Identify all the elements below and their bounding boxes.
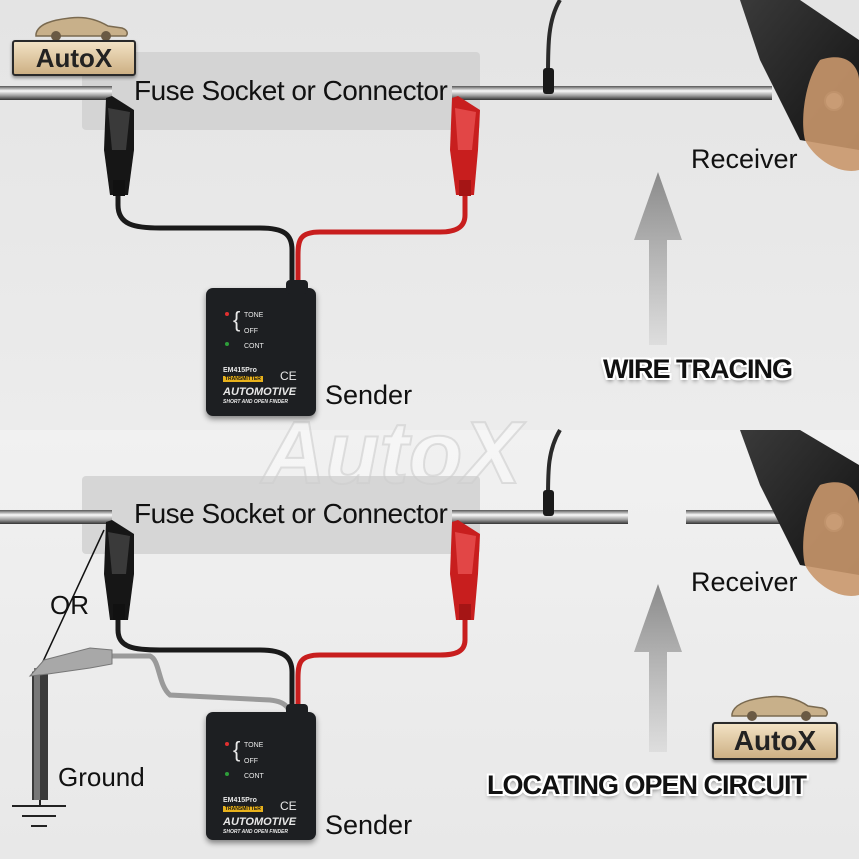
device-title: AUTOMOTIVE <box>223 816 297 828</box>
logo-badge: AutoX <box>12 40 136 76</box>
ground-label: Ground <box>58 762 145 792</box>
car-icon <box>731 695 828 721</box>
autox-logo: AutoX <box>712 688 838 760</box>
receiver-handset <box>740 0 859 171</box>
device-tag: TRANSMITTER <box>223 376 263 382</box>
ground-test-lead <box>95 653 293 721</box>
receiver-probe-tip <box>546 0 562 76</box>
gray-alligator-clip <box>28 647 113 677</box>
receiver-probe-tip <box>546 428 562 499</box>
logo-badge: AutoX <box>712 722 838 760</box>
signal-arrow-icon <box>634 584 682 752</box>
switch-label: CONT <box>244 773 264 780</box>
device-tag: TRANSMITTER <box>223 806 263 812</box>
cont-indicator-icon <box>225 342 229 346</box>
connector-label-background <box>82 52 480 130</box>
top-circuit-wire <box>0 86 772 100</box>
device-subtitle: SHORT AND OPEN FINDER <box>223 829 289 835</box>
receiver-handset <box>740 430 859 596</box>
switch-label: TONE <box>244 312 264 319</box>
connector-label-background <box>82 476 480 554</box>
device-subtitle: SHORT AND OPEN FINDER <box>223 399 289 405</box>
sender-label: Sender <box>325 810 413 840</box>
black-test-lead <box>115 605 295 712</box>
ground-rod <box>32 662 48 806</box>
mode-caption: WIRE TRACING <box>603 354 793 384</box>
switch-label: OFF <box>244 758 258 765</box>
ce-mark: CE <box>280 369 297 383</box>
bottom-circuit-wire <box>0 510 786 524</box>
switch-bracket-icon: { <box>233 737 241 762</box>
signal-arrow-icon <box>634 172 682 345</box>
switch-bracket-icon: { <box>233 307 241 332</box>
black-alligator-clip <box>104 96 134 196</box>
tone-indicator-icon <box>225 312 229 316</box>
mode-caption: LOCATING OPEN CIRCUIT <box>487 770 807 800</box>
cont-indicator-icon <box>225 772 229 776</box>
ground-symbol-icon <box>12 805 66 827</box>
receiver-label: Receiver <box>691 567 798 597</box>
autox-logo: AutoX <box>12 10 136 76</box>
or-label: OR <box>50 590 89 620</box>
switch-label: CONT <box>244 343 264 350</box>
car-icon <box>35 16 128 40</box>
sender-transmitter-device: { TONE OFF CONT EM415Pro TRANSMITTER CE … <box>206 280 316 416</box>
black-test-lead <box>115 180 295 290</box>
black-alligator-clip <box>104 520 134 620</box>
receiver-label: Receiver <box>691 144 798 174</box>
connector-label: Fuse Socket or Connector <box>134 75 448 106</box>
red-alligator-clip <box>450 520 480 620</box>
tone-indicator-icon <box>225 742 229 746</box>
red-alligator-clip <box>450 96 480 196</box>
device-model: EM415Pro <box>223 797 257 804</box>
sender-transmitter-device: { TONE OFF CONT EM415Pro TRANSMITTER CE … <box>206 704 316 840</box>
red-test-lead <box>295 620 468 712</box>
device-title: AUTOMOTIVE <box>223 386 297 398</box>
alternate-connection-line <box>39 529 105 669</box>
connector-label: Fuse Socket or Connector <box>134 498 448 529</box>
device-model: EM415Pro <box>223 367 257 374</box>
sender-label: Sender <box>325 380 413 410</box>
switch-label: OFF <box>244 328 258 335</box>
ce-mark: CE <box>280 799 297 813</box>
switch-label: TONE <box>244 742 264 749</box>
red-test-lead <box>295 195 468 290</box>
